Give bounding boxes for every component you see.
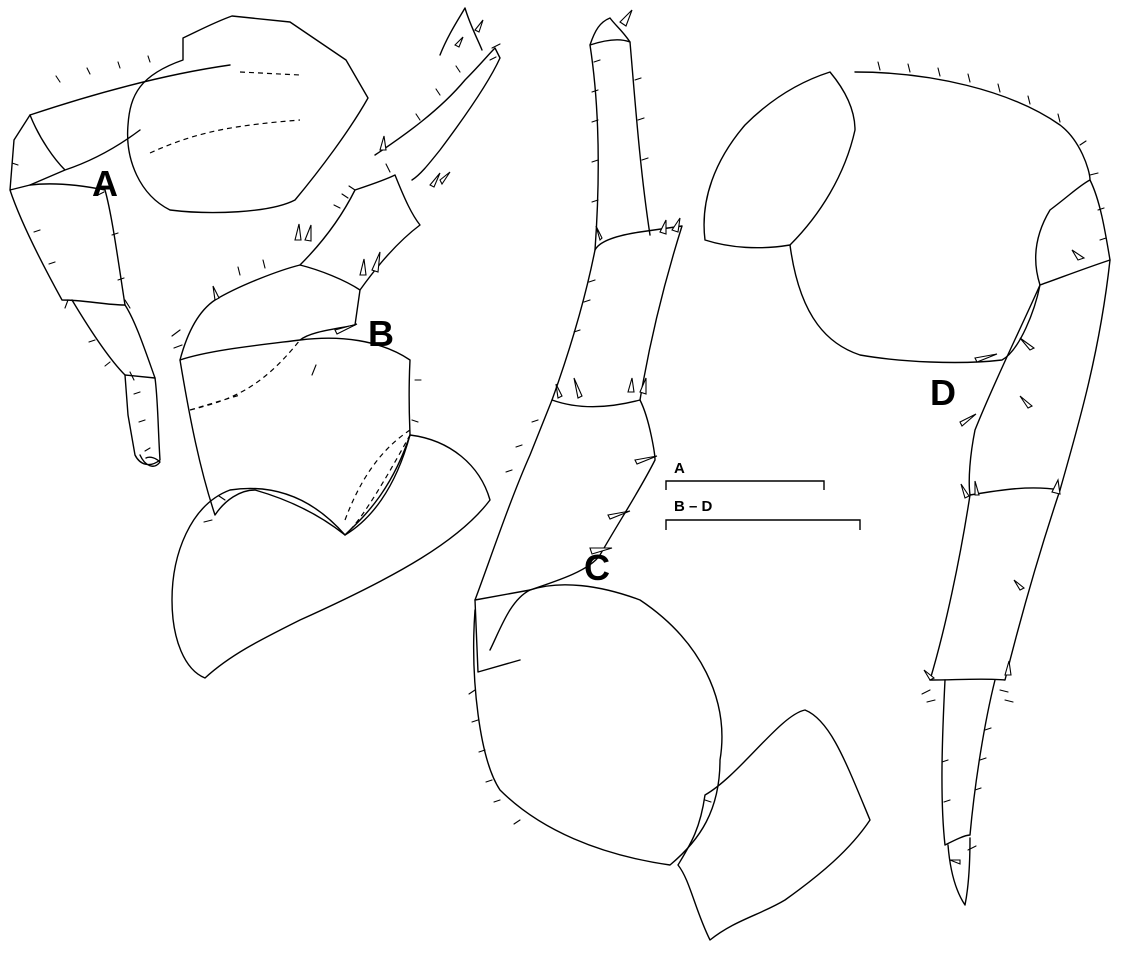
appendage-a-setae [11,55,151,452]
appendage-d: D [703,61,1111,906]
panel-a-label: A [92,163,118,204]
appendage-d-merus [968,259,1111,496]
appendage-c-spines [555,9,681,555]
appendage-c-ischium [474,589,531,673]
appendage-b-coxa [171,434,491,679]
appendage-d-basis [789,71,1111,364]
appendage-a-dactyl [139,454,161,467]
appendage-a-dashed-line [149,71,301,154]
appendage-c-merus [474,399,656,601]
appendage-c-basis [473,584,723,866]
appendage-d-propodus [941,679,996,846]
appendage-d-spines [923,249,1086,865]
appendage-b-ischium [179,264,361,361]
appendage-d-carpus [929,489,1061,681]
appendage-a: A [9,15,369,467]
appendage-d-setae [877,61,1107,851]
scale-bar-bd-label: B – D [674,498,713,515]
panel-c-label: C [584,547,610,588]
appendage-d-coxa [703,71,856,249]
panel-d-label: D [930,372,956,413]
appendage-b: B [171,7,501,679]
appendage-a-carpus [71,299,156,379]
appendage-b-dashed-line [344,429,411,531]
appendage-b-merus [299,174,421,291]
appendage-b-setae [171,43,501,523]
appendage-b-propodus [439,7,483,56]
appendage-c-propodus [589,39,651,251]
appendage-b-dashed-line [189,339,301,411]
panel-b-label: B [368,313,394,354]
appendage-c-coxa [677,709,871,941]
appendage-a-propodus [124,374,161,466]
appendage-b-spines [212,19,484,335]
appendage-d-dactyl [947,837,971,906]
appendage-c-carpus [551,225,683,401]
appendage-a-merus [9,114,126,306]
appendage-c: C [468,9,871,941]
scale-bar-bd [665,519,861,530]
appendage-c-setae [468,59,712,825]
scale-bars: A B – D [665,460,861,530]
scale-bar-a-label: A [674,460,685,477]
scale-bar-a [665,480,825,490]
appendage-c-dactyl [589,17,631,46]
appendage-d-ischium [1035,179,1091,286]
appendage-a-basis [29,64,231,186]
appendage-b-carpus [374,47,501,181]
appendage-a-coxa [126,15,369,214]
appendage-b-basis [179,337,411,536]
